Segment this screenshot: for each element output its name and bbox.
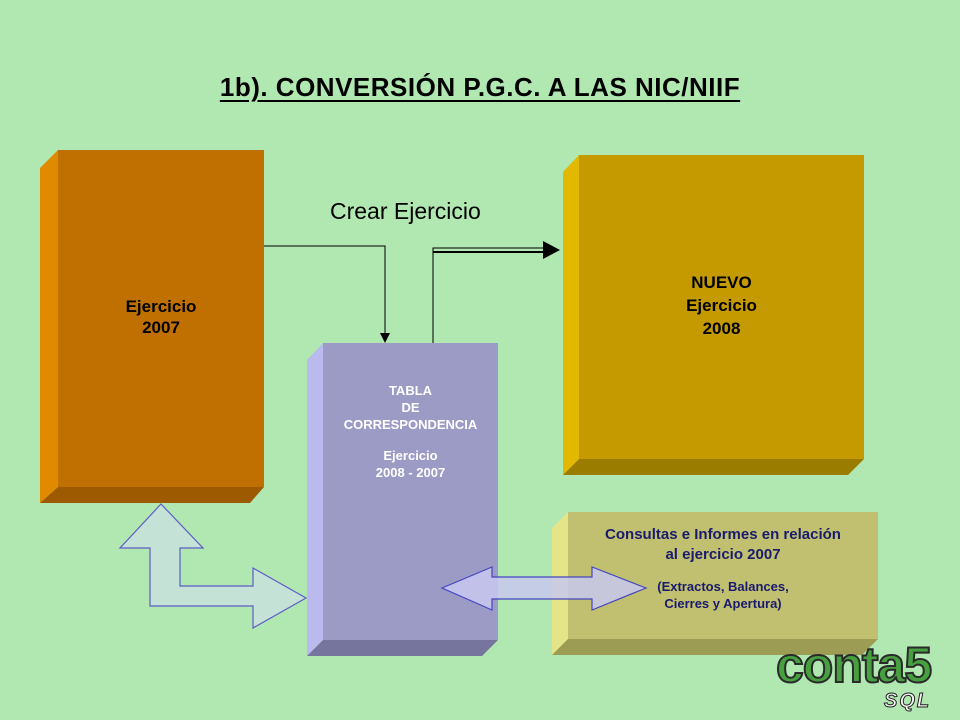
crear-ejercicio-label: Crear Ejercicio [330,198,481,224]
conta5-logo: conta5 SQL [775,637,936,716]
box-ejercicio-2007 [40,150,264,503]
arrowhead-right-icon [543,241,560,259]
nuevo-ejercicio-2008-label: NUEVO Ejercicio 2008 [686,273,757,338]
arrowhead-down-icon [380,333,390,343]
consultas-label: Consultas e Informes en relación al ejer… [605,526,841,612]
box-consultas [552,512,878,655]
logo-sub-text: SQL [883,690,932,713]
bent-double-arrow-icon [118,503,308,630]
box-nuevo-ejercicio-2008 [563,155,864,475]
logo-main-text: conta5 [775,637,933,693]
ejercicio-2007-label: Ejercicio 2007 [125,297,197,338]
connector-2007-to-tabla [264,245,386,335]
double-arrow-icon [440,566,648,611]
connector-tabla-to-2008 [432,247,545,343]
tabla-correspondencia-label: TABLA DE CORRESPONDENCIA Ejercicio 2008 … [343,383,478,480]
page-title: 1b). CONVERSIÓN P.G.C. A LAS NIC/NIIF [219,72,741,102]
